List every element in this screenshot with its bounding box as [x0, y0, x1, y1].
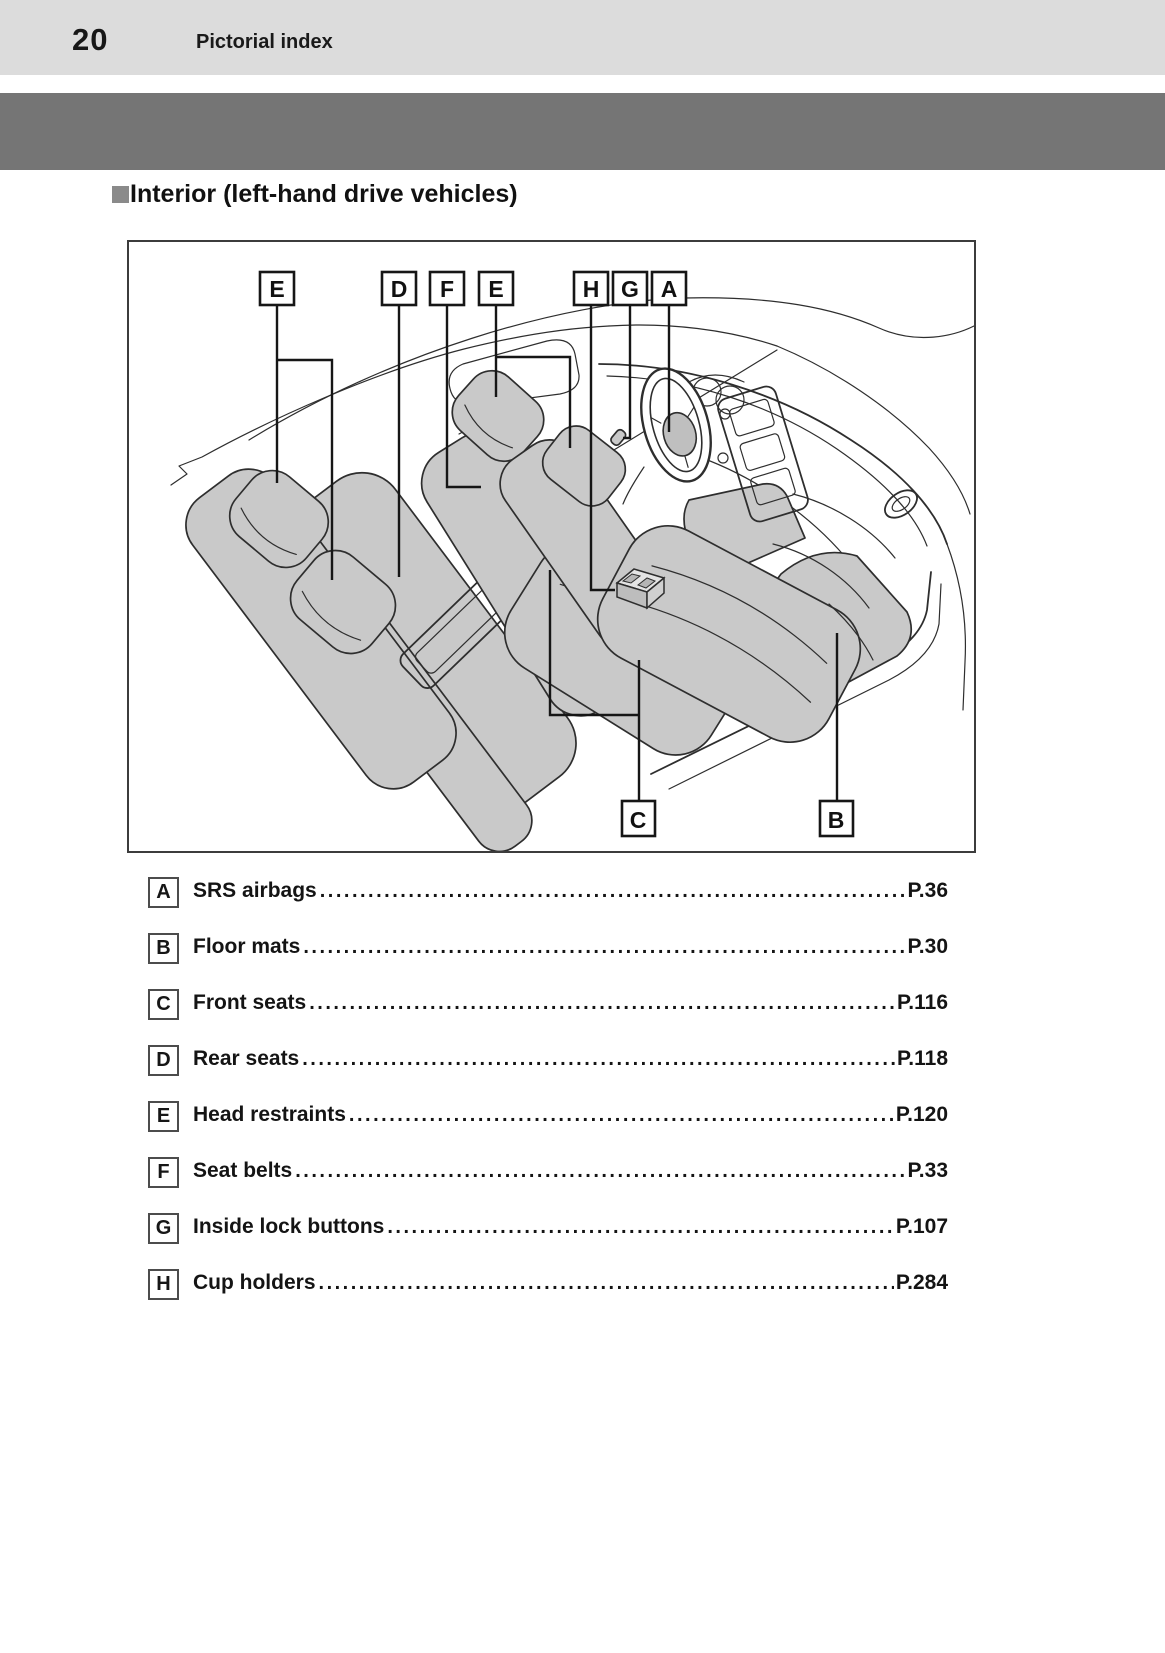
- rear-seat: [185, 468, 577, 853]
- callout-letter-d: D: [391, 276, 408, 302]
- page-ref: P.30: [907, 935, 949, 958]
- key-letter: C: [156, 993, 171, 1015]
- page-ref: P.120: [895, 1103, 948, 1126]
- dot-leader: [320, 880, 906, 903]
- key-box-b: B: [148, 933, 179, 964]
- dot-leader: [349, 1104, 894, 1127]
- interior-diagram-frame: E D F E H G A C B: [127, 240, 976, 853]
- dot-leader: [387, 1216, 893, 1239]
- callout-letter-e1: E: [269, 276, 284, 302]
- pictorial-index-list: A SRS airbags P.36 B Floor mats P.30 C F…: [148, 866, 948, 1314]
- item-label: Floor mats: [193, 935, 301, 958]
- callout-lines: [275, 305, 839, 801]
- index-row-b: B Floor mats P.30: [148, 922, 948, 978]
- index-row-c: C Front seats P.116: [148, 978, 948, 1034]
- rear-head-restraint-left: [228, 469, 330, 569]
- key-letter: B: [156, 937, 171, 959]
- inside-lock-button: [610, 428, 627, 447]
- page-ref: P.36: [907, 879, 949, 902]
- index-row-h: H Cup holders P.284: [148, 1258, 948, 1314]
- callout-labels: E D F E H G A C B: [258, 270, 855, 838]
- key-box-g: G: [148, 1213, 179, 1244]
- page-header: 20 Pictorial index: [0, 0, 1165, 75]
- index-row-f: F Seat belts P.33: [148, 1146, 948, 1202]
- key-box-f: F: [148, 1157, 179, 1188]
- page-number: 20: [72, 22, 109, 57]
- dot-leader: [309, 992, 895, 1015]
- page-ref: P.116: [896, 991, 948, 1014]
- key-letter: F: [157, 1161, 170, 1183]
- page-ref: P.284: [895, 1271, 948, 1294]
- item-label: Cup holders: [193, 1271, 316, 1294]
- dot-leader: [319, 1272, 894, 1295]
- callout-letter-e2: E: [488, 276, 503, 302]
- index-row-g: G Inside lock buttons P.107: [148, 1202, 948, 1258]
- callout-letter-g: G: [621, 276, 639, 302]
- key-box-h: H: [148, 1269, 179, 1300]
- item-label: Seat belts: [193, 1159, 293, 1182]
- item-label: Inside lock buttons: [193, 1215, 385, 1238]
- heading-bullet-square: [112, 186, 129, 203]
- dot-leader: [303, 936, 905, 959]
- key-box-e: E: [148, 1101, 179, 1132]
- section-title: Pictorial index: [196, 31, 333, 53]
- section-heading: Interior (left-hand drive vehicles): [112, 180, 518, 209]
- callout-letter-b: B: [828, 807, 845, 833]
- callout-letter-c: C: [630, 807, 647, 833]
- chapter-band: [0, 93, 1165, 170]
- callout-letter-f: F: [440, 276, 454, 302]
- key-box-a: A: [148, 877, 179, 908]
- item-label: Rear seats: [193, 1047, 300, 1070]
- dot-leader: [295, 1160, 905, 1183]
- rear-head-restraint-right: [289, 549, 397, 655]
- key-letter: G: [155, 1217, 172, 1239]
- index-row-e: E Head restraints P.120: [148, 1090, 948, 1146]
- srs-airbag-pad: [662, 411, 698, 457]
- callout-letter-a: A: [661, 276, 678, 302]
- page-ref: P.118: [896, 1047, 948, 1070]
- section-heading-text: Interior (left-hand drive vehicles): [130, 180, 518, 208]
- index-row-a: A SRS airbags P.36: [148, 866, 948, 922]
- key-letter: A: [156, 881, 171, 903]
- interior-diagram: E D F E H G A C B: [170, 270, 975, 853]
- cup-holder: [615, 568, 666, 610]
- dot-leader: [302, 1048, 895, 1071]
- key-box-d: D: [148, 1045, 179, 1076]
- page-ref: P.33: [907, 1159, 949, 1182]
- index-row-d: D Rear seats P.118: [148, 1034, 948, 1090]
- key-letter: E: [156, 1105, 171, 1127]
- callout-letter-h: H: [583, 276, 600, 302]
- key-box-c: C: [148, 989, 179, 1020]
- key-letter: H: [156, 1273, 171, 1295]
- key-letter: D: [156, 1049, 171, 1071]
- page-ref: P.107: [895, 1215, 948, 1238]
- steering-wheel: [622, 367, 712, 505]
- dashboard-details: [688, 374, 918, 661]
- item-label: Head restraints: [193, 1103, 346, 1126]
- item-label: SRS airbags: [193, 879, 317, 902]
- item-label: Front seats: [193, 991, 307, 1014]
